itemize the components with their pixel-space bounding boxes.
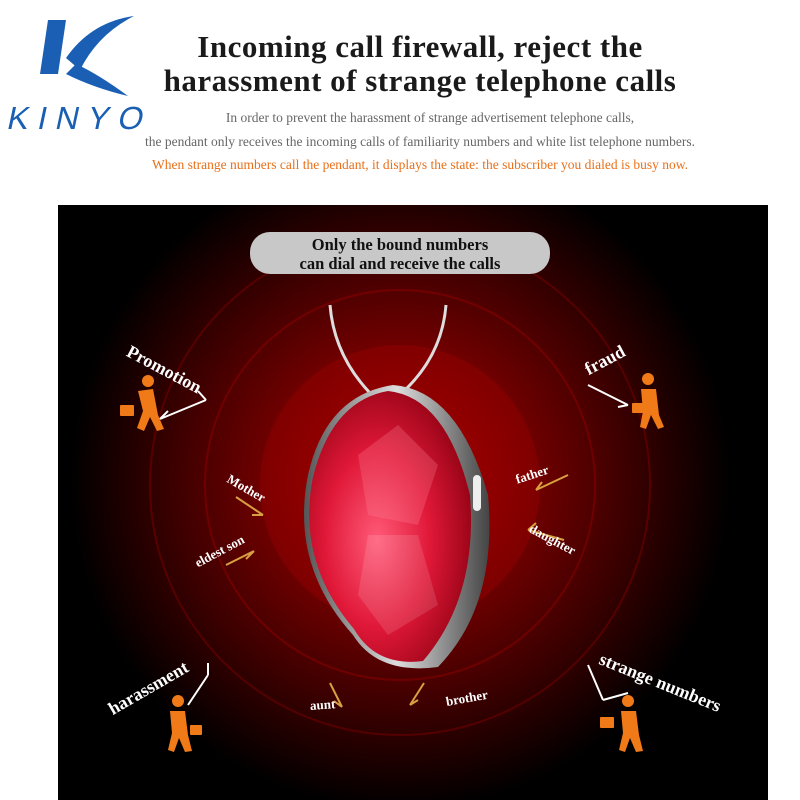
kinyo-logo: KINYO <box>4 14 157 136</box>
description-line-2: the pendant only receives the incoming c… <box>145 134 695 149</box>
label-aunt: aunt <box>309 696 336 713</box>
title-line-2: harassment of strange telephone calls <box>163 63 677 98</box>
pendant-image-icon <box>58 205 768 800</box>
kinyo-logo-icon <box>40 16 134 96</box>
bound-numbers-banner: Only the bound numbers can dial and rece… <box>250 232 550 274</box>
description-line-1: In order to prevent the harassment of st… <box>225 110 635 125</box>
illustration-panel <box>58 205 768 800</box>
page-title: Incoming call firewall, reject the haras… <box>120 30 720 98</box>
description-line-3: When strange numbers call the pendant, i… <box>152 157 688 172</box>
banner-line-2: can dial and receive the calls <box>299 254 501 273</box>
title-line-1: Incoming call firewall, reject the <box>197 29 643 64</box>
banner-line-1: Only the bound numbers <box>311 235 489 254</box>
